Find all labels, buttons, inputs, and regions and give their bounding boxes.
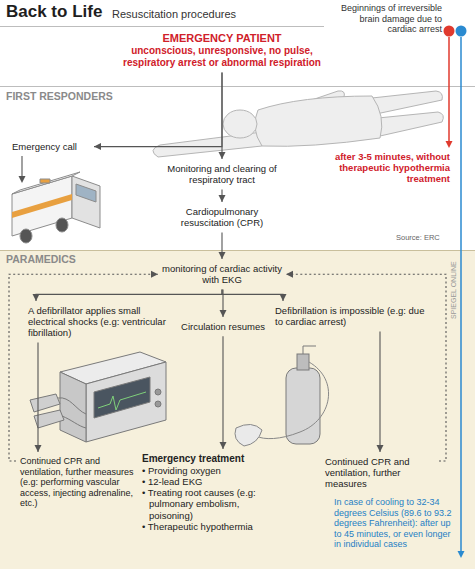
timeline-note: In case of cooling to 32-34 degrees Cels… [334,497,456,550]
flow-connector [222,289,287,301]
return-connector [286,271,446,461]
node-text: Emergency call [12,141,90,152]
flow-connector [35,343,42,452]
band-heading: PARAMEDICS [6,253,76,265]
flow-connector [220,336,227,449]
flow-connector [220,289,227,317]
treatment-list: Emergency treatment• Providing oxygen• 1… [140,451,286,534]
step-label: Continued CPR and ventilation, further m… [323,454,437,492]
connector-line [286,274,446,461]
patient-status: EMERGENCY PATIENTunconscious, unresponsi… [116,30,328,71]
connector-line [222,289,283,301]
node-text: Circulation resumes [173,321,273,332]
return-connector [9,271,158,461]
flow-connector [219,232,226,259]
subtitle: Resuscitation procedures [112,8,282,21]
flow-connector [219,189,226,202]
connector-line [222,336,223,449]
node-text: Continued CPR and ventilation, further m… [325,456,435,490]
arrow-head [94,143,101,150]
title-rule [0,26,324,27]
diagram-title: Back to Life [6,2,102,22]
arrow-head [220,442,227,449]
timeline [444,26,467,559]
node-text: A defibrillator applies small electrical… [28,305,166,339]
node-text: Defibrillation is impossible (e.g: due t… [275,305,431,327]
node-text: Monitoring and clearing of respiratory t… [159,163,285,185]
node-text: unconscious, unresponsive, no pulse, res… [118,45,326,69]
node-text: Continued CPR and ventilation, further m… [20,456,134,509]
node-text: Emergency treatment [142,453,284,465]
connector-line [9,274,158,461]
connector-line [379,331,380,452]
watermark: SPIEGEL ONLINE [449,261,457,319]
step-label: Circulation resumes [171,319,275,334]
call-arrow [19,156,26,183]
flow-connector [33,289,223,301]
band-rule [0,86,475,87]
arrow-head [280,294,287,301]
timeline-note: after 3-5 minutes, without therapeutic h… [316,151,450,185]
timeline-note: Beginnings of irreversible brain damage … [330,3,442,35]
arrow-head [219,252,226,259]
flow-connector [219,73,226,159]
node-text: • Therapeutic hypothermia [142,521,284,532]
band-heading: FIRST RESPONDERS [6,90,113,102]
band-rule [0,250,475,251]
step-label: Continued CPR and ventilation, further m… [18,454,136,511]
arrow-head [33,294,40,301]
arrow-head [219,152,226,159]
arrow-head [219,195,226,202]
step-label: Emergency call [10,139,92,154]
arrow-head [220,310,227,317]
paramedics-ground [0,250,475,569]
step-label: Cardiopulmonary resuscitation (CPR) [157,204,287,230]
connector-line [36,289,222,301]
arrow-head [286,271,293,278]
step-label: Defibrillation is impossible (e.g: due t… [273,303,433,329]
node-text: Cardiopulmonary resuscitation (CPR) [159,206,285,228]
node-text: EMERGENCY PATIENT [118,32,326,45]
source-note: Source: ERC [396,234,466,243]
arrow-head [377,445,384,452]
node-text: monitoring of cardiac activity with EKG [162,263,282,285]
step-label: A defibrillator applies small electrical… [26,303,168,341]
node-text: • 12-lead EKG [142,476,284,487]
defibrillator [30,352,166,442]
connector-line [94,73,222,147]
step-label: monitoring of cardiac activity with EKG [160,261,284,287]
arrow-head [151,271,158,278]
oxygen-bottle [235,346,329,446]
ambulance [12,172,100,243]
arrow-head [35,445,42,452]
node-text: • Treating root causes (e.g: pulmonary e… [142,487,284,521]
connector-line [37,343,38,452]
node-text: • Providing oxygen [142,465,284,476]
connector-line [221,73,222,159]
flow-connector [377,331,384,452]
flow-connector [94,73,222,151]
step-label: Monitoring and clearing of respiratory t… [157,161,287,187]
